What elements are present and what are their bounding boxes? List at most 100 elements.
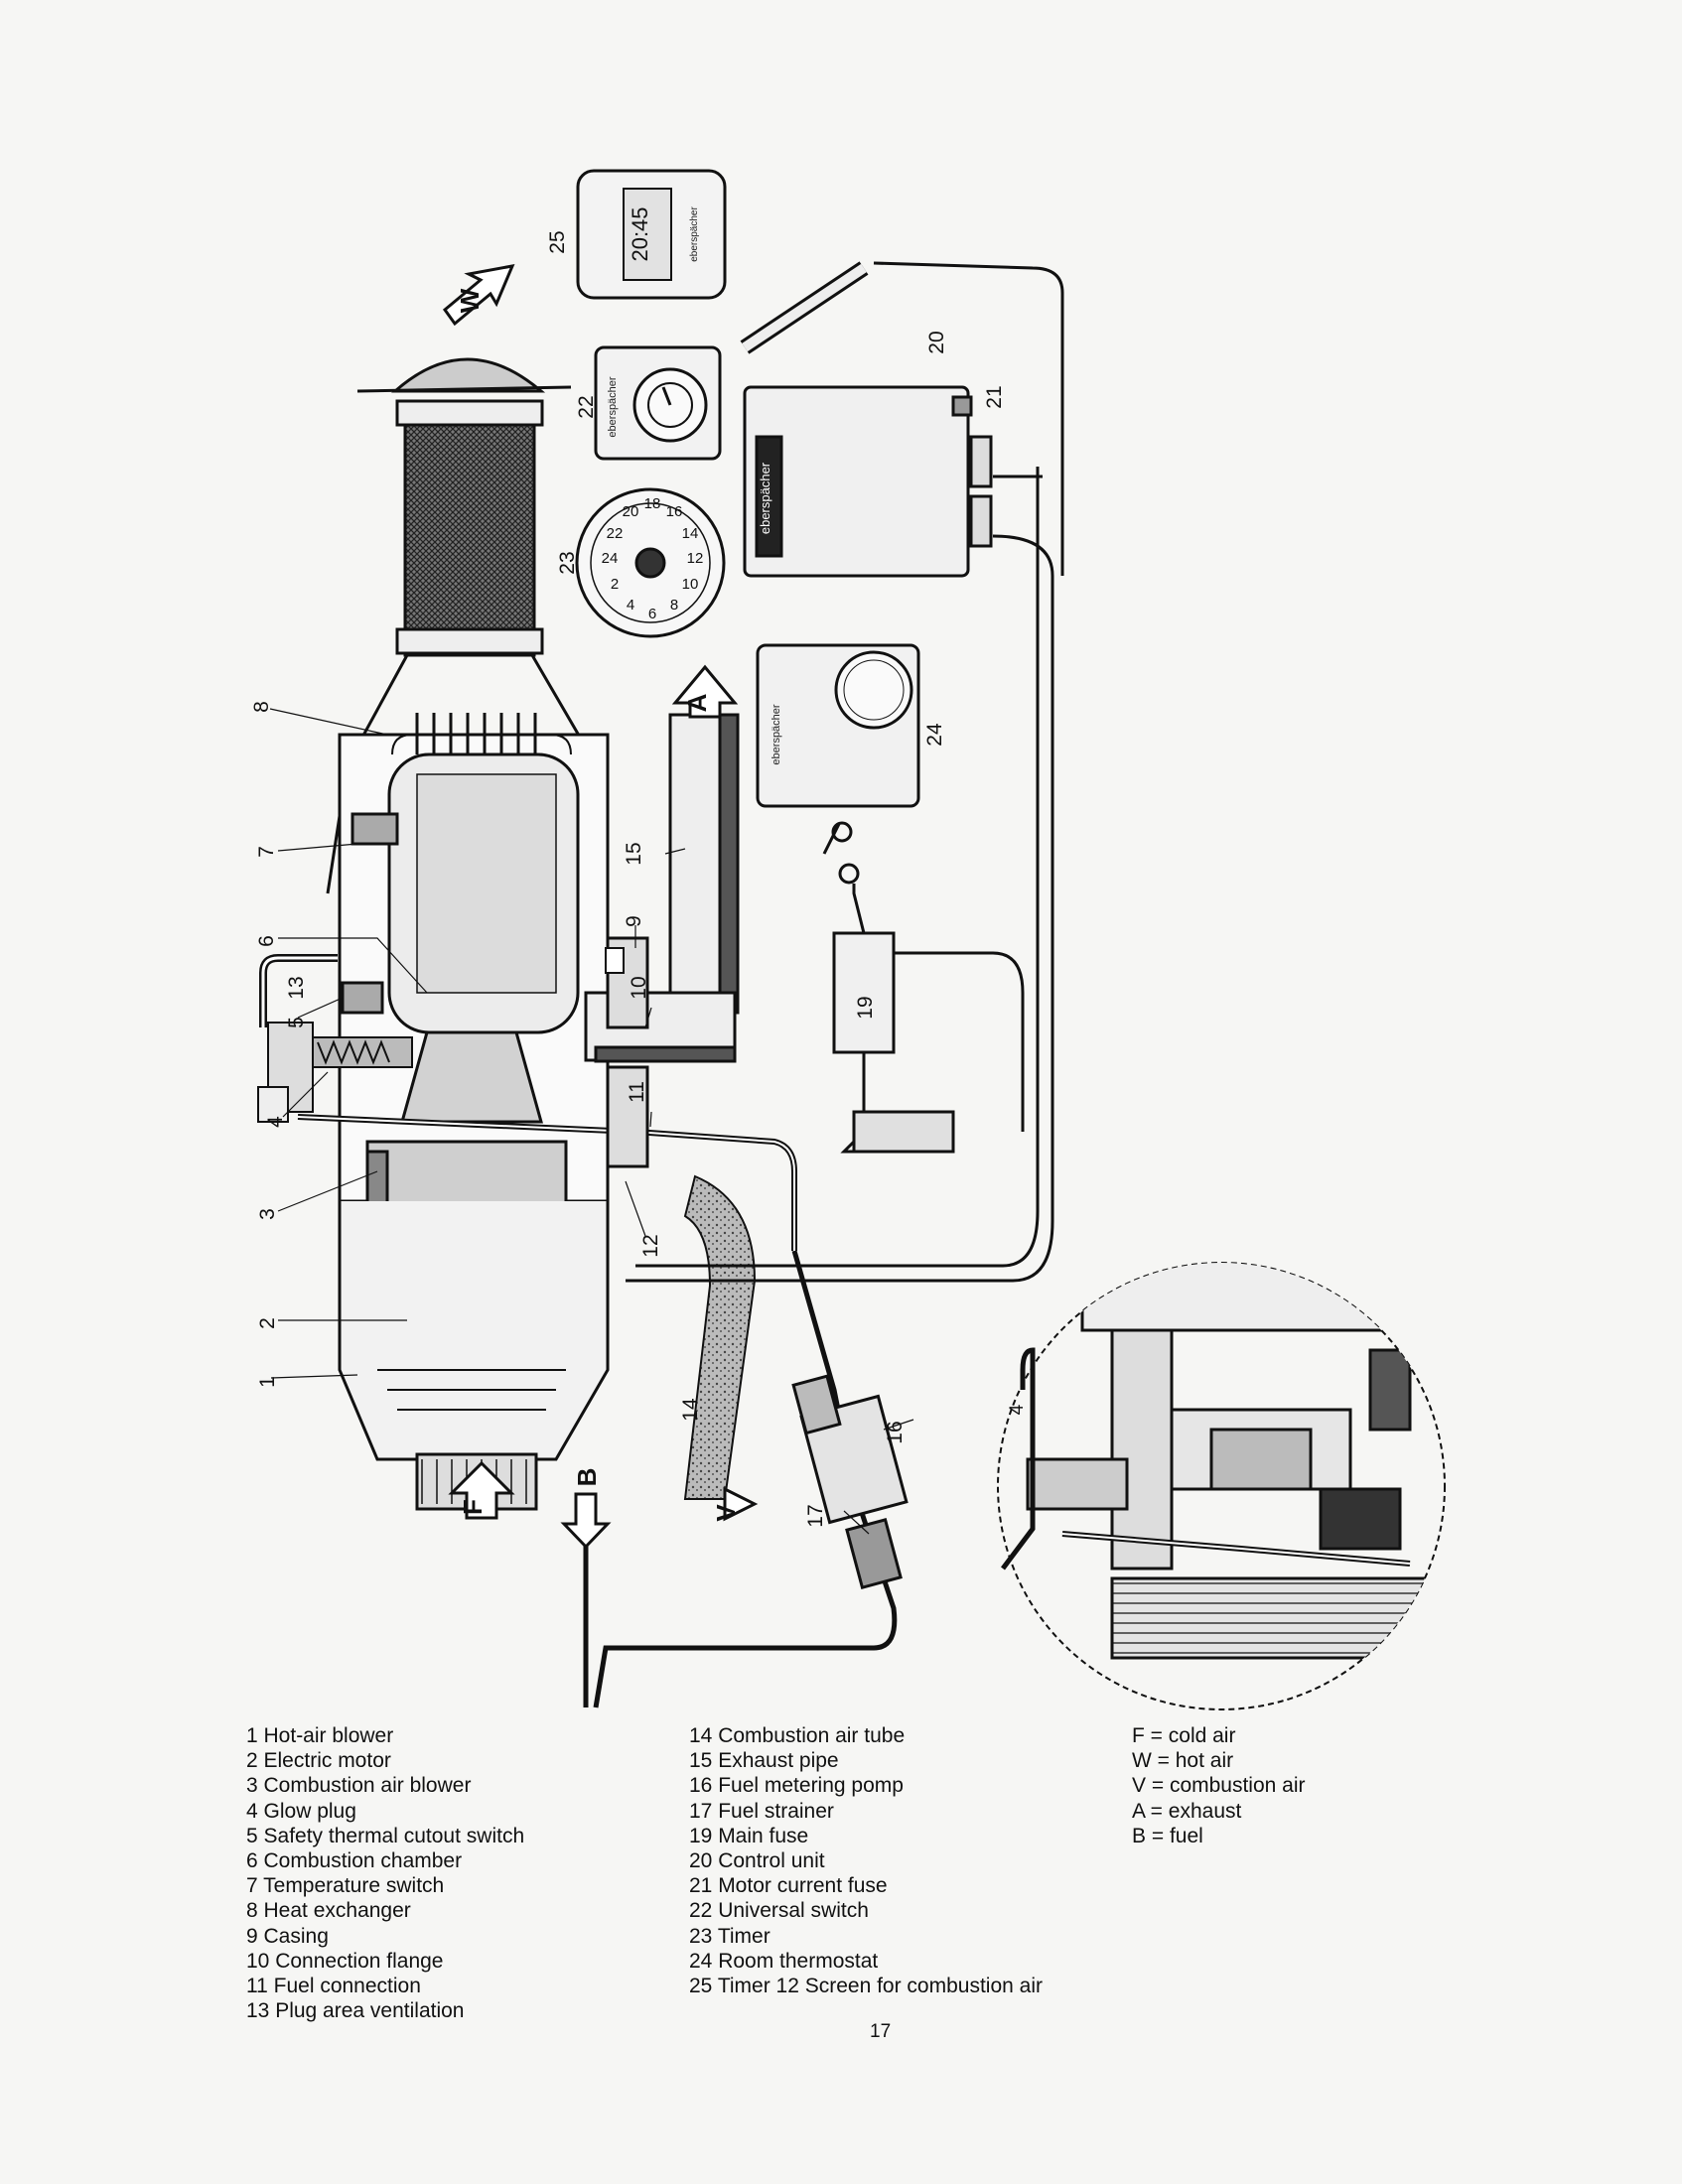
callout-24: 24 (923, 723, 946, 747)
callout-11: 11 (626, 1081, 648, 1103)
legend-item: 10 Connection flange (246, 1949, 444, 1973)
legend-item: 4 Glow plug (246, 1799, 356, 1823)
timer-dial-numbers: 20 22 24 2 4 6 8 10 12 14 16 18 (602, 495, 704, 622)
callout-8: 8 (250, 701, 273, 713)
exhaust-pipe (584, 713, 740, 1063)
callout-21: 21 (983, 385, 1006, 408)
wiring-harness (626, 261, 1064, 1283)
hot-air-outlet-cap (391, 357, 546, 393)
leader-lines (269, 708, 914, 1535)
dial-number: 24 (602, 550, 619, 567)
temperature-switch (350, 812, 399, 846)
callout-10: 10 (628, 976, 650, 999)
legend-item: 5 Safety thermal cutout switch (246, 1824, 525, 1847)
legend-item: 14 Combustion air tube (689, 1724, 906, 1747)
dial-number: 20 (623, 503, 639, 520)
safety-thermal-cutout (341, 981, 384, 1015)
callout-6: 6 (255, 935, 278, 947)
legend-item: 1 Hot-air blower (246, 1724, 394, 1747)
legend-item: 2 Electric motor (246, 1749, 391, 1773)
legend-item: 16 Fuel metering pomp (689, 1774, 904, 1798)
legend-item: 7 Temperature switch (246, 1874, 445, 1898)
callout-20: 20 (925, 331, 948, 353)
brand-label: eberspächer (758, 462, 772, 534)
legend-item: A = exhaust (1132, 1799, 1242, 1823)
flow-labels: W A F V B (455, 288, 741, 1521)
legend-item: 13 Plug area ventilation (246, 1999, 465, 2023)
callout-14: 14 (679, 1398, 702, 1422)
dial-number: 6 (648, 606, 656, 622)
dial-number: 18 (644, 495, 661, 512)
flow-label-b: B (572, 1468, 602, 1487)
dial-number: 16 (666, 503, 683, 520)
dial-number: 12 (687, 550, 704, 567)
outlet-coil (403, 405, 536, 657)
room-thermostat (756, 643, 920, 808)
flow-arrows (442, 264, 759, 1550)
dial-number: 4 (627, 597, 634, 614)
callout-9: 9 (623, 915, 645, 927)
legend-item: 11 Fuel connection (246, 1975, 421, 1998)
legend-column-components-1: 1 Hot-air blower 2 Electric motor 3 Comb… (246, 1723, 524, 2023)
dial-number: 10 (682, 576, 699, 593)
legend-item: 6 Combustion chamber (246, 1849, 463, 1873)
brand-label: eberspächer (771, 704, 782, 764)
flow-label-w: W (455, 288, 485, 313)
legend-item: 24 Room thermostat (689, 1949, 879, 1973)
brand-label: eberspächer (607, 376, 619, 437)
heater-unit (257, 357, 797, 1511)
legend-item: 19 Main fuse (689, 1824, 809, 1847)
callout-5: 5 (285, 1017, 308, 1028)
heater-diagram: 20 22 24 2 4 6 8 10 12 14 16 18 20:45 eb… (250, 169, 1446, 1710)
callout-22: 22 (575, 395, 598, 418)
combustion-air-tube (683, 1174, 757, 1500)
legend-item: 17 Fuel strainer (689, 1799, 834, 1823)
burner (400, 1030, 543, 1124)
legend-item: 23 Timer (689, 1924, 771, 1948)
callout-17: 17 (804, 1504, 827, 1527)
timer-dial (575, 487, 726, 638)
callout-2: 2 (256, 1317, 279, 1329)
timer-display: 20:45 (628, 206, 652, 261)
detail-inset (997, 1262, 1446, 1710)
legend-item: 15 Exhaust pipe (689, 1749, 839, 1773)
page-number: 17 (870, 2021, 892, 2042)
legend-item: 25 Timer 12 Screen for combustion air (689, 1975, 1043, 1998)
callout-7: 7 (255, 846, 278, 858)
legend-item: B = fuel (1132, 1824, 1203, 1847)
legend-item: 21 Motor current fuse (689, 1874, 888, 1898)
callout-numbers: 1 2 3 4 5 6 7 8 9 10 11 12 13 14 15 16 1… (250, 230, 1006, 1527)
dial-number: 8 (670, 597, 678, 614)
callout-12: 12 (639, 1234, 662, 1257)
callout-16: 16 (884, 1421, 907, 1443)
callout-13: 13 (285, 976, 308, 999)
flow-arrow-b (560, 1492, 612, 1550)
callout-19: 19 (854, 996, 877, 1019)
fuel-metering-pump (791, 1374, 909, 1525)
callout-3: 3 (256, 1208, 279, 1220)
heat-exchanger-fins (415, 713, 537, 754)
flow-arrow-f (448, 1460, 515, 1520)
flow-label-f: F (458, 1499, 488, 1515)
universal-switch (594, 345, 722, 461)
legend-column-components-2: 14 Combustion air tube 15 Exhaust pipe 1… (689, 1723, 1043, 1998)
callout-15: 15 (623, 842, 645, 865)
flow-arrow-a (671, 664, 739, 719)
hot-air-blower (338, 1201, 610, 1461)
legend-column-flows: F = cold air W = hot air V = combustion … (1132, 1723, 1306, 1848)
legend-item: 9 Casing (246, 1924, 329, 1948)
legend-item: W = hot air (1132, 1749, 1234, 1773)
legend-item: F = cold air (1132, 1724, 1236, 1747)
flow-label-a: A (682, 693, 712, 712)
legend-item: V = combustion air (1132, 1774, 1306, 1798)
casing-marker (605, 947, 625, 974)
fuel-strainer (845, 1518, 903, 1589)
glow-plug (257, 1022, 413, 1123)
callout-1: 1 (256, 1376, 279, 1388)
digital-timer (576, 169, 727, 300)
brand-label: eberspächer (689, 206, 700, 262)
callout-23: 23 (556, 551, 579, 574)
dial-number: 2 (611, 576, 619, 593)
flow-arrow-w (442, 264, 515, 327)
flow-arrow-v (723, 1486, 759, 1522)
